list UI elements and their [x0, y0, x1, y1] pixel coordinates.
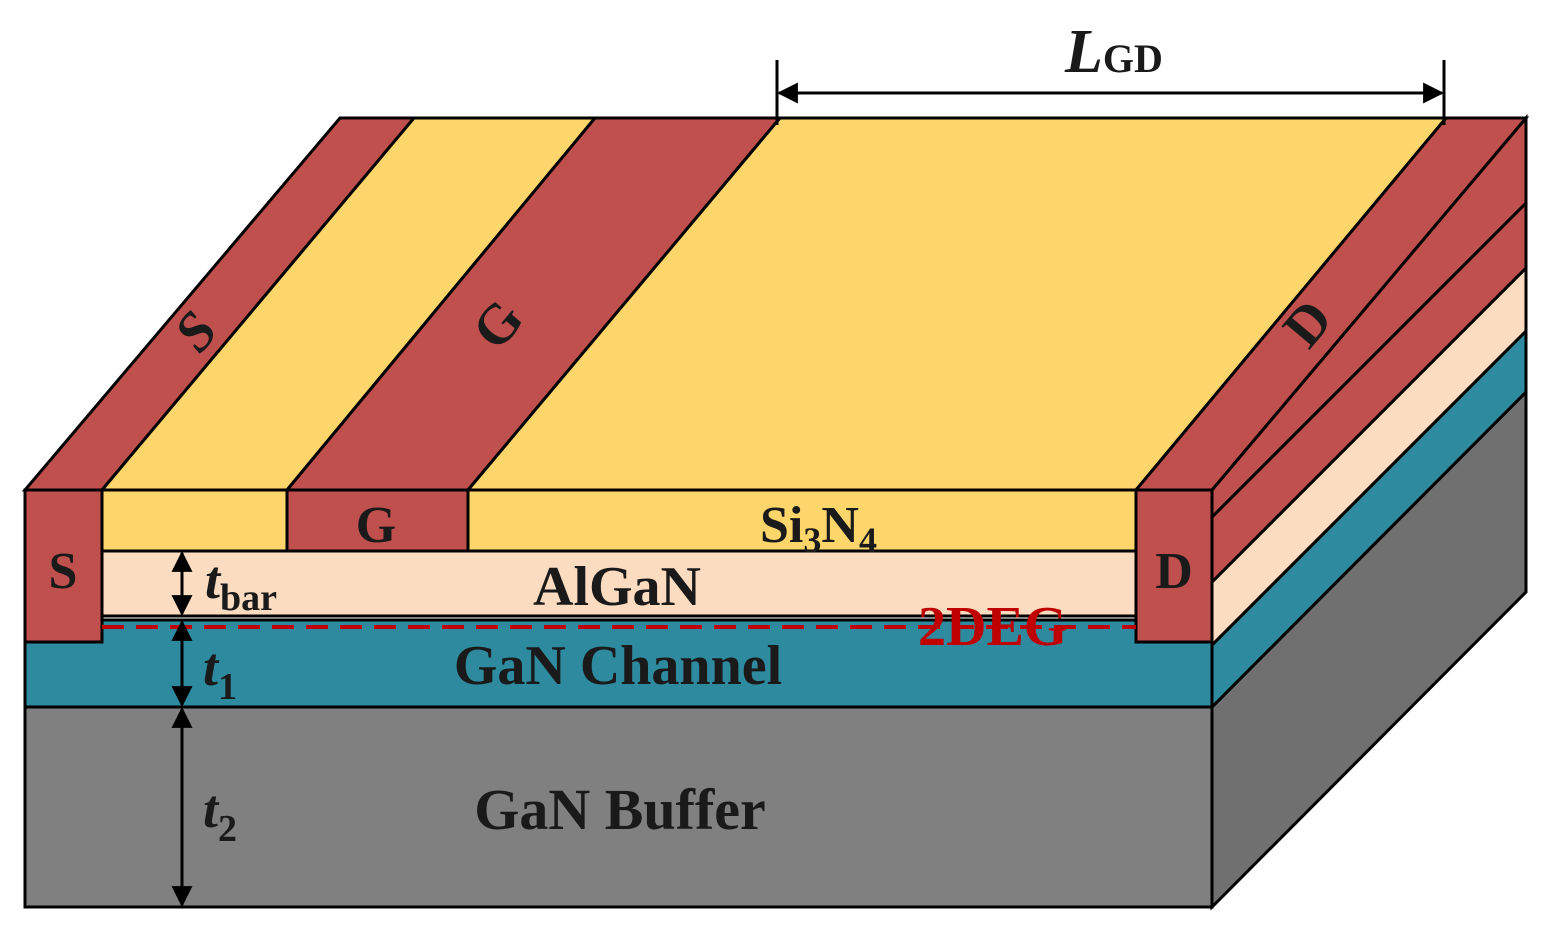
tbar-label: tbar [205, 550, 277, 619]
twodeg-label: 2DEG [918, 596, 1067, 658]
si3n4-label: Si3N4 [760, 497, 877, 560]
front-passivation-2 [466, 488, 1138, 553]
gan-channel-label: GaN Channel [454, 635, 782, 697]
front-source-label: S [49, 543, 78, 600]
front-passivation-1 [100, 488, 289, 553]
front-channel [23, 618, 1214, 709]
front-drain-label: D [1155, 543, 1193, 600]
front-gate [285, 488, 470, 553]
algan-label: AlGaN [533, 556, 701, 618]
t2-label: t2 [203, 779, 237, 850]
front-gate-label: G [356, 497, 396, 554]
front-drain-contact [1134, 488, 1214, 644]
front-barrier [100, 549, 1138, 618]
t1-label: t1 [203, 637, 237, 708]
front-source-contact [23, 488, 104, 644]
lgd-label: LGD [1064, 18, 1163, 86]
gan-buffer-label: GaN Buffer [474, 777, 766, 842]
